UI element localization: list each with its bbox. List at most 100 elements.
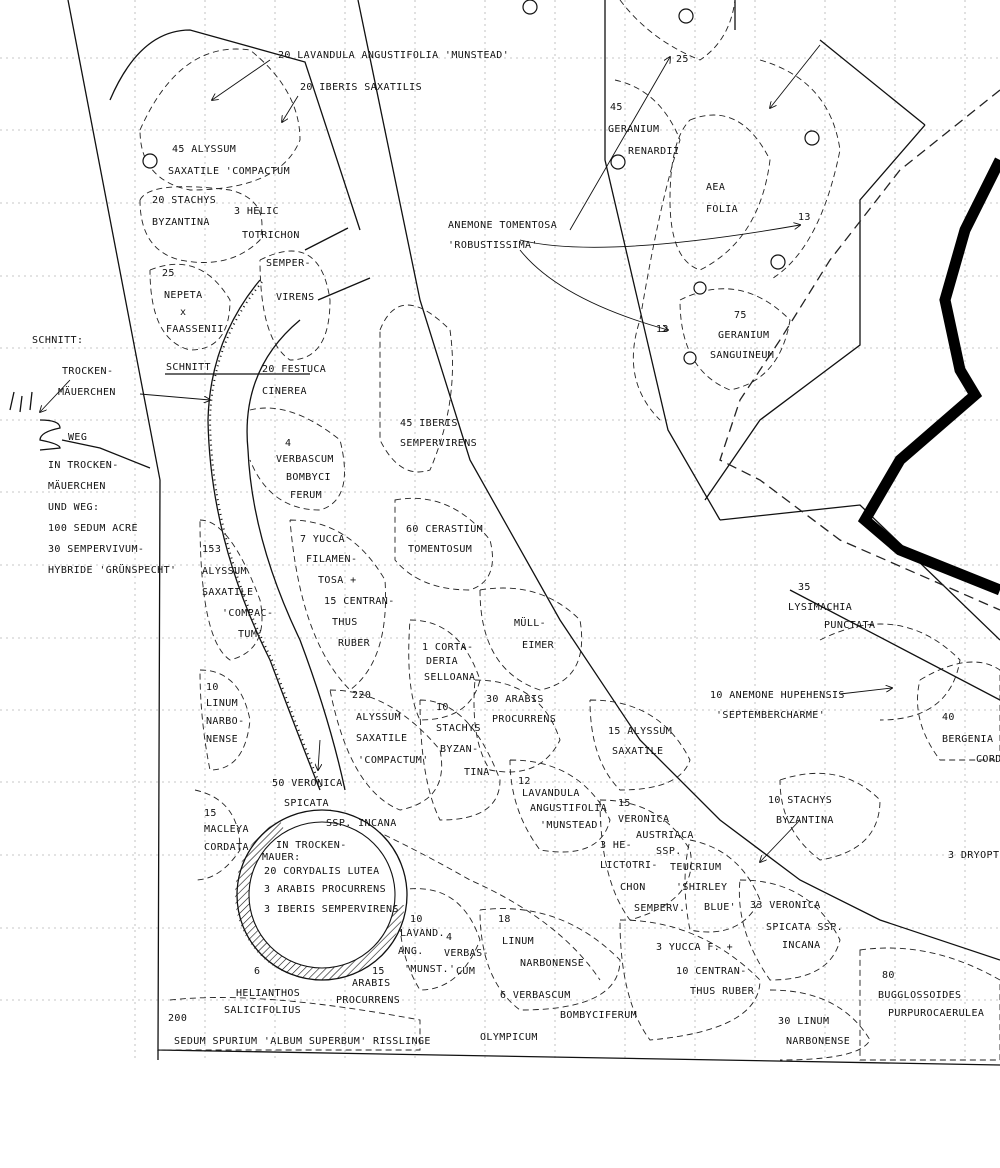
label-arabis30-b: PROCURRENS: [492, 714, 556, 725]
label-macleya-a: 15: [204, 808, 217, 819]
label-yucca7-d: 15 CENTRAN-: [324, 596, 395, 607]
circle-line-1: IN TROCKEN-: [276, 840, 347, 851]
label-centranthus10-a: 10 CENTRAN-: [676, 966, 747, 977]
label-lysimachia-b: LYSIMACHIA: [788, 602, 852, 613]
label-nepeta-b: NEPETA: [164, 290, 203, 301]
label-arabis15-c: PROCURRENS: [336, 995, 400, 1006]
label-lavandula12-d: 'MUNSTEAD': [540, 820, 604, 831]
label-iberis45-b: SEMPERVIRENS: [400, 438, 477, 449]
label-verbascum4b-b: VERBAS-: [444, 948, 489, 959]
label-anemone-tom-b: 'ROBUSTISSIMA': [448, 240, 538, 251]
section-sketch: [9, 379, 210, 469]
note-line-2: MÄUERCHEN: [48, 479, 106, 492]
label-stachys20-b: BYZANTINA: [152, 217, 210, 228]
label-veronica15-f: 'SHIRLEY: [676, 882, 727, 893]
label-anemone10-a: 10 ANEMONE HUPEHENSIS: [710, 690, 845, 701]
label-alyssum45-b: SAXATILE 'COMPACTUM: [168, 166, 290, 177]
label-veronica33-b: SPICATA SSP.: [766, 922, 843, 933]
label-alyssum153-c: SAXATILE: [202, 587, 253, 598]
label-geranium45-a: 45: [610, 102, 623, 113]
dashed-lawn-edge: [719, 89, 1000, 611]
label-geranium75-a: 75: [734, 310, 747, 321]
label-macleya-c: CORDATA: [204, 842, 249, 853]
label-bergenia-c: CORD: [976, 754, 1000, 765]
label-stachys10-b: STACHYS: [436, 723, 481, 734]
label-helianthos-b: HELIANTHOS: [236, 988, 300, 999]
label-geranium75-c: SANGUINEUM: [710, 350, 774, 361]
label-num-12: 12: [656, 324, 669, 335]
round-dry-wall: [234, 809, 408, 981]
label-num-25: 25: [676, 54, 689, 65]
label-veronica15-d: SSP.: [656, 846, 682, 857]
label-iberis-saxatilis: 20 IBERIS SAXATILIS: [300, 82, 422, 93]
label-geranium75-b: GERANIUM: [718, 330, 769, 341]
label-dryopteris: 3 DRYOPTE: [948, 850, 1000, 861]
label-helicto3-c: CHON: [620, 882, 646, 893]
label-veronica15-e: TEUCRIUM: [670, 862, 721, 873]
label-cortaderia-c: SELLOANA: [424, 672, 475, 683]
house-wall: [857, 157, 1000, 596]
label-alyssum220-a: 220: [352, 690, 371, 701]
label-linum10-a: 10: [206, 682, 219, 693]
label-centranthus10-b: THUS RUBER: [690, 986, 755, 997]
site-boundaries: [67, 0, 1000, 1066]
schnitt-title: SCHNITT:: [32, 335, 83, 346]
label-nepeta-d: FAASSENII: [166, 324, 224, 335]
label-helicto3-a: 3 HE-: [600, 840, 632, 851]
tree-circles: [142, 0, 820, 365]
label-alyssum15-a: 15 ALYSSUM: [608, 726, 672, 737]
label-alyssum153-d: 'COMPAC-: [222, 608, 273, 619]
label-helic-c: SEMPER-: [266, 258, 311, 269]
label-verbascum4b-c: CUM: [456, 966, 475, 977]
label-veronica15-c: AUSTRIACA: [636, 830, 694, 841]
note-line-4: 100 SEDUM ACRE: [48, 523, 138, 534]
label-stachys10b-b: BYZANTINA: [776, 815, 834, 826]
label-lavandula12-a: 12: [518, 776, 531, 787]
label-yucca7-f: RUBER: [338, 638, 371, 649]
label-verbascum4-b: VERBASCUM: [276, 454, 334, 465]
circle-line-3: 20 CORYDALIS LUTEA: [264, 866, 380, 877]
label-yucca3: 3 YUCCA F. +: [656, 942, 733, 953]
label-yucca7-b: FILAMEN-: [306, 554, 357, 565]
label-arabis30-a: 30 ARABIS: [486, 694, 544, 705]
label-num-13: 13: [798, 212, 811, 223]
note-line-6: HYBRIDE 'GRÜNSPECHT': [48, 563, 176, 576]
label-lavandula12-b: LAVANDULA: [522, 788, 580, 799]
label-helic-a: 3 HELIC: [234, 206, 279, 217]
label-alyssum153-b: ALYSSUM: [202, 566, 247, 577]
label-anemone10-b: 'SEPTEMBERCHARME': [716, 710, 825, 721]
label-lavandula10-b: LAVAND.: [400, 928, 445, 939]
label-veronica50-a: 50 VERONICA: [272, 778, 343, 789]
label-veronica33-c: INCANA: [782, 940, 821, 951]
label-alyssum45-a: 45 ALYSSUM: [172, 144, 236, 155]
label-stachys20-a: 20 STACHYS: [152, 195, 216, 206]
label-verbascum6-a: 6 VERBASCUM: [500, 990, 571, 1001]
label-festuca-b: CINEREA: [262, 386, 307, 397]
label-alyssum153-e: TUM': [238, 629, 264, 640]
label-alyssum153-a: 153: [202, 544, 221, 555]
label-anemone-tom-a: ANEMONE TOMENTOSA: [448, 220, 557, 231]
label-lavandula-top: 20 LAVANDULA ANGUSTIFOLIA 'MUNSTEAD': [278, 50, 509, 61]
label-verbascum4-c: BOMBYCI: [286, 472, 331, 483]
label-lysimachia-a: 35: [798, 582, 811, 593]
mauer-label-2: MÄUERCHEN: [58, 385, 116, 398]
label-yucca7-c: TOSA +: [318, 575, 357, 586]
label-schnitt-mark: SCHNITT: [166, 362, 211, 373]
path-outer-edge: [207, 279, 321, 791]
weg-label: WEG: [68, 432, 87, 443]
label-helic-d: VIRENS: [276, 292, 315, 303]
label-lavandula10-d: 'MUNST.': [404, 964, 455, 975]
label-buglossoides-c: PURPUROCAERULEA: [888, 1008, 984, 1019]
note-line-1: IN TROCKEN-: [48, 460, 119, 471]
label-verbascum6-c: OLYMPICUM: [480, 1032, 538, 1043]
label-linum18-c: NARBONENSE: [520, 958, 584, 969]
circle-line-4: 3 ARABIS PROCURRENS: [264, 884, 386, 895]
circle-line-2: MAUER:: [262, 852, 301, 863]
label-veronica33-a: 33 VERONICA: [750, 900, 821, 911]
label-verbascum4-d: FERUM: [290, 490, 322, 501]
label-arabis15-b: ARABIS: [352, 978, 391, 989]
label-yucca7-a: 7 YUCCA: [300, 534, 345, 545]
label-cerastium-a: 60 CERASTIUM: [406, 524, 483, 535]
bed-outline-left: [109, 29, 361, 231]
